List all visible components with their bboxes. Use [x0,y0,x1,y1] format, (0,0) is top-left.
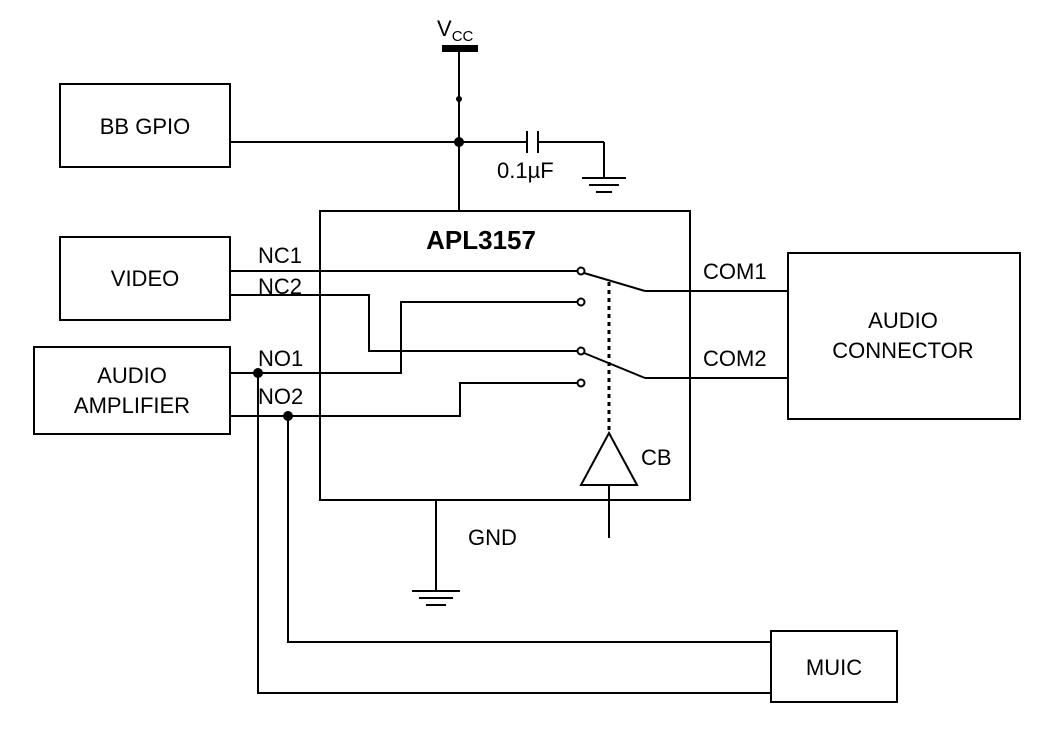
audio-amplifier-label-line1: AUDIO [97,363,167,388]
video-label: VIDEO [111,266,179,291]
pin-com1-label: COM1 [703,259,767,284]
nc2-wire [230,294,578,352]
audio-connector-block [787,252,1021,420]
audio-amplifier-block [33,346,231,435]
audio-amplifier-label-line2: AMPLIFIER [74,393,190,418]
no2-contact [576,378,586,388]
muic-wire-no1 [257,373,771,694]
chip-name: APL3157 [426,225,536,255]
vcc-rail-bar [442,45,478,52]
pin-no1-label: NO1 [258,346,303,371]
pin-cb-label: CB [641,445,672,470]
audio-connector-label-line1: AUDIO [868,308,938,333]
pin-gnd-label: GND [468,525,517,550]
apl3157-chip [319,210,691,501]
vcc-label: VCC [437,16,474,45]
video-block [59,236,231,321]
nc1-contact [576,266,586,276]
no2-wire [230,382,578,417]
capacitor-value: 0.1µF [497,158,554,183]
no1-wire [230,301,578,374]
muic-wire-no2 [287,416,771,643]
switch-arm-1 [583,272,646,292]
pin-no2-label: NO2 [258,384,303,409]
muic-label: MUIC [806,655,862,680]
vcc-small-node [456,96,462,102]
audio-connector-label-line2: CONNECTOR [832,338,973,363]
pin-com2-label: COM2 [703,346,767,371]
muic-block [770,630,898,703]
nc2-contact [576,346,586,356]
no1-contact [576,297,586,307]
bb-gpio-label: BB GPIO [100,114,190,139]
switch-arm-2 [583,352,646,379]
pin-nc1-label: NC1 [258,243,302,268]
bb-gpio-block [59,83,231,168]
